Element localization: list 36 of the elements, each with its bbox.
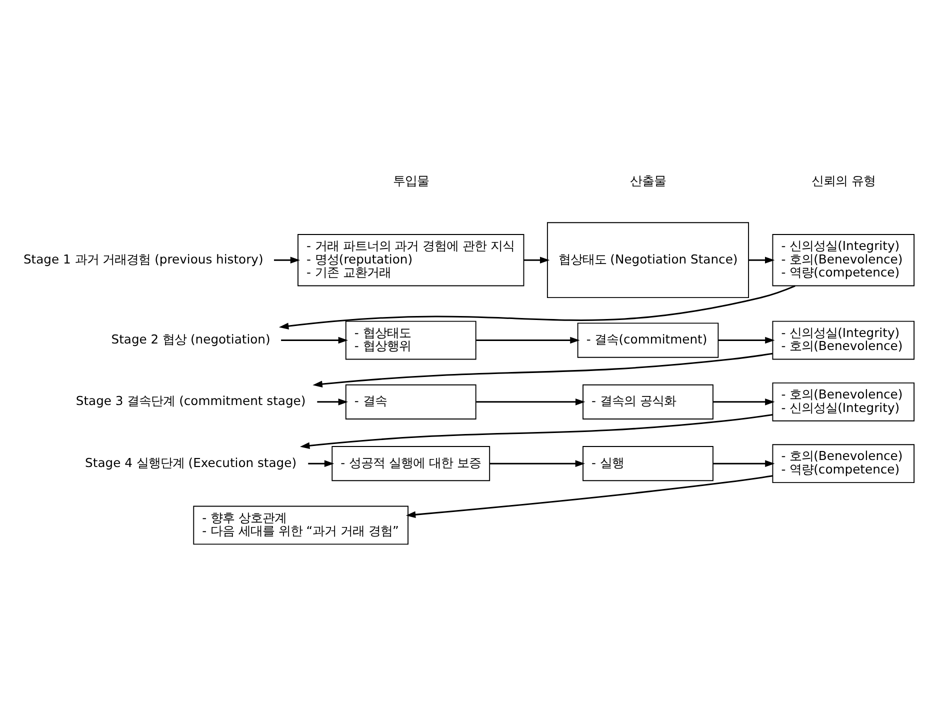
node-box: - 결속 <box>345 384 476 420</box>
node-box: - 거래 파트너의 과거 경험에 관한 지식 - 명성(reputation) - 기존 교환거래 <box>298 234 524 286</box>
node-box: - 향후 상호관계 - 다음 세대를 위한 “과거 거래 경험” <box>193 506 408 545</box>
arrow <box>274 256 300 264</box>
node-box: - 신의성실(Integrity) - 호의(Benevolence) <box>772 320 915 360</box>
arrow <box>718 336 775 344</box>
node-text: Stage 4 실행단계 (Execution stage) <box>85 456 297 470</box>
node-box: - 협상태도 - 협상행위 <box>345 320 476 360</box>
arrow <box>308 460 334 467</box>
arrow <box>476 336 580 344</box>
node-text: Stage 2 협상 (negotiation) <box>111 332 270 346</box>
arrow <box>406 475 773 518</box>
arrow <box>312 352 773 388</box>
arrow <box>300 414 773 450</box>
arrow <box>490 460 585 467</box>
arrow <box>713 460 775 467</box>
node-box: - 실행 <box>582 446 714 482</box>
label: 신뢰의 유형 <box>811 174 876 188</box>
arrow <box>713 398 775 406</box>
node-box: 협상태도 (Negotiation Stance) <box>546 222 749 298</box>
node-box: - 결속의 공식화 <box>582 384 714 420</box>
node-box: - 신의성실(Integrity) - 호의(Benevolence) - 역량(competence) <box>772 234 915 286</box>
arrow <box>281 336 348 344</box>
node-box: - 결속(commitment) <box>577 322 719 358</box>
label: 산출물 <box>630 174 666 188</box>
node-box: - 성공적 실행에 대한 보증 <box>332 446 490 482</box>
node-text: Stage 3 결속단계 (commitment stage) <box>76 394 306 408</box>
node-text: Stage 1 과거 거래경험 (previous history) <box>23 252 264 266</box>
label: 투입물 <box>392 174 429 188</box>
arrow <box>278 285 796 330</box>
node-box: - 호의(Benevolence) - 역량(competence) <box>772 444 915 484</box>
arrow <box>476 398 586 406</box>
arrow <box>748 256 775 264</box>
node-box: - 호의(Benevolence) - 신의성실(Integrity) <box>772 382 915 422</box>
arrow <box>524 256 550 264</box>
arrow <box>317 398 348 406</box>
